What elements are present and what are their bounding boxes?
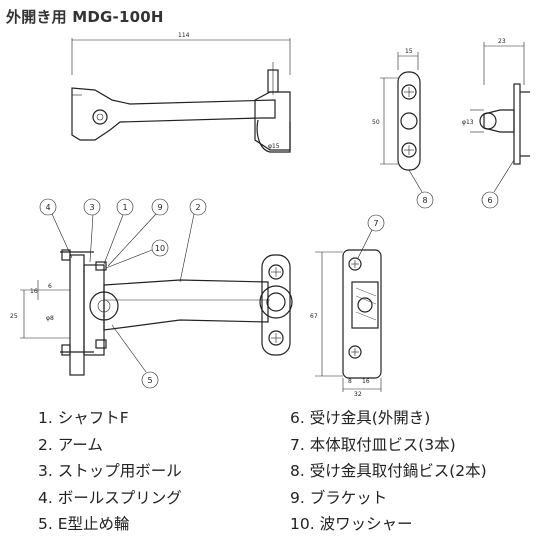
callout-2: 2 [195, 203, 200, 212]
list-item: 7. 本体取付皿ビス(3本) [290, 435, 456, 454]
callout-10: 10 [155, 244, 165, 253]
page-title: 外開き用 MDG-100H [6, 8, 164, 26]
technical-drawing: 114 φ15 15 50 8 23 [10, 32, 530, 398]
dim-d13: φ13 [462, 119, 474, 126]
callout-6: 6 [487, 196, 492, 205]
list-item: 1. シャフトF [38, 409, 129, 427]
callout-4: 4 [45, 203, 50, 212]
callout-7: 7 [373, 219, 378, 228]
dim-d8: φ8 [46, 315, 54, 322]
dim-50: 50 [372, 119, 380, 126]
dim-15: 15 [405, 48, 413, 55]
dim-25: 25 [10, 313, 18, 320]
dim-8: 8 [348, 378, 352, 385]
parts-list-right: 6. 受け金具(外開き) 7. 本体取付皿ビス(3本) 8. 受け金具取付鍋ビス… [290, 405, 487, 538]
callout-1: 1 [122, 203, 127, 212]
callout-3: 3 [89, 203, 94, 212]
callout-5: 5 [147, 376, 152, 385]
list-item: 6. 受け金具(外開き) [290, 409, 431, 427]
dim-32: 32 [354, 391, 362, 398]
list-item: 3. ストップ用ボール [38, 462, 182, 480]
mount-plate-view: 67 32 8 16 7 [310, 214, 385, 398]
parts-list-left: 1. シャフトF 2. アーム 3. ストップ用ボール 4. ボールスプリング … [38, 405, 182, 538]
list-item: 9. ブラケット [290, 488, 388, 507]
receiver-side-view: 23 φ13 6 [462, 38, 530, 209]
callout-8: 8 [422, 196, 427, 205]
side-view-top: 114 φ15 [71, 32, 291, 153]
dim-23: 23 [498, 38, 506, 45]
list-item: 2. アーム [38, 435, 103, 454]
dim-16b: 16 [362, 378, 370, 385]
assembly-view: 25 16 6 φ8 4 3 1 9 2 10 5 [10, 198, 293, 389]
dim-d15: φ15 [268, 143, 280, 150]
dim-67: 67 [310, 313, 318, 320]
list-item: 4. ボールスプリング [38, 488, 182, 507]
dim-6: 6 [48, 283, 52, 290]
list-item: 8. 受け金具取付鍋ビス(2本) [290, 462, 487, 480]
callout-9: 9 [157, 203, 162, 212]
dim-114: 114 [178, 32, 190, 39]
list-item: 5. E型止め輪 [38, 515, 130, 533]
list-item: 10. 波ワッシャー [290, 515, 413, 533]
plate-front-view: 15 50 8 [372, 48, 434, 209]
dim-16: 16 [30, 288, 38, 295]
